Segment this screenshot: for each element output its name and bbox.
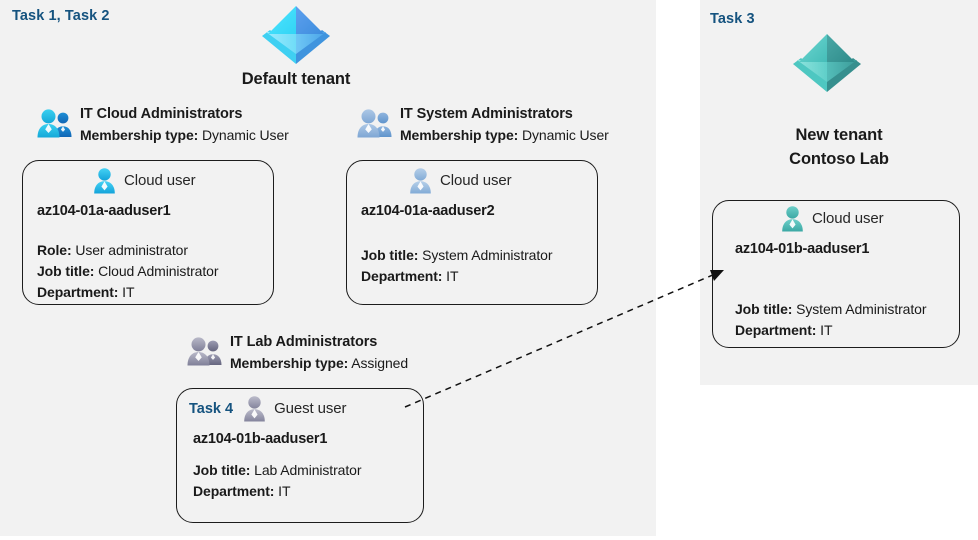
card-header: Cloud user <box>91 167 196 194</box>
attr-value: IT <box>122 284 135 300</box>
card-header: Cloud user <box>407 167 512 194</box>
attr-row: Role: User administrator <box>37 240 218 261</box>
attr-key: Department: <box>193 483 275 499</box>
group-name: IT System Administrators <box>400 106 573 122</box>
user-card-guest-aaduser1[interactable]: Task 4 Guest user az104-01b-aaduser1 Job… <box>176 388 424 523</box>
attr-value: Cloud Administrator <box>98 263 219 279</box>
attr-row: Job title: System Administrator <box>361 245 553 266</box>
cloud-user-icon <box>410 168 431 194</box>
user-card-new-tenant-aaduser1[interactable]: Cloud user az104-01b-aaduser1 Job title:… <box>712 200 960 348</box>
attr-row: Department: IT <box>37 282 218 303</box>
card-attributes: Job title: System Administrator Departme… <box>361 245 553 287</box>
group-membership: Membership type: Assigned <box>230 353 408 374</box>
task-label-task3: Task 3 <box>710 11 755 27</box>
membership-type-value: Dynamic User <box>202 127 289 144</box>
attr-row: Department: IT <box>735 320 926 341</box>
attr-key: Role: <box>37 242 72 258</box>
default-tenant-title: Default tenant <box>241 70 351 88</box>
attr-value: IT <box>820 322 833 338</box>
attr-value: System Administrator <box>422 247 553 263</box>
attr-value: System Administrator <box>796 301 927 317</box>
card-attributes: Job title: Lab Administrator Department:… <box>193 460 361 502</box>
membership-type-label: Membership type: <box>230 355 349 372</box>
membership-type-value: Assigned <box>351 355 409 372</box>
users-group-icon <box>37 109 72 138</box>
new-tenant-title-line1: New tenant <box>795 126 883 144</box>
attr-key: Department: <box>37 284 119 300</box>
azure-ad-tenant-icon <box>262 6 330 64</box>
card-username: az104-01a-aaduser2 <box>361 203 495 219</box>
user-card-aaduser2[interactable]: Cloud user az104-01a-aaduser2 Job title:… <box>346 160 598 305</box>
attr-key: Department: <box>735 322 817 338</box>
card-head-label: Cloud user <box>124 172 196 189</box>
card-head-label: Cloud user <box>812 210 884 227</box>
card-header: Task 4 Guest user <box>189 395 347 422</box>
membership-type-label: Membership type: <box>400 127 519 144</box>
card-username: az104-01b-aaduser1 <box>735 241 870 257</box>
card-header: Cloud user <box>779 205 884 232</box>
card-username: az104-01a-aaduser1 <box>37 203 171 219</box>
group-name: IT Lab Administrators <box>230 334 378 350</box>
guest-user-icon <box>244 396 265 422</box>
group-text: IT Lab Administrators Membership type: A… <box>230 332 408 374</box>
card-username: az104-01b-aaduser1 <box>193 431 328 447</box>
task-label-task4: Task 4 <box>189 400 234 417</box>
new-tenant-title: New tenant Contoso Lab <box>700 124 978 172</box>
attr-value: Lab Administrator <box>254 462 362 478</box>
attr-row: Department: IT <box>193 481 361 502</box>
group-text: IT System Administrators Membership type… <box>400 104 609 146</box>
new-tenant-title-line2: Contoso Lab <box>789 149 889 168</box>
task-label-task1-task2: Task 1, Task 2 <box>12 8 110 24</box>
user-card-aaduser1[interactable]: Cloud user az104-01a-aaduser1 Role: User… <box>22 160 274 305</box>
users-group-icon <box>187 337 222 366</box>
attr-row: Department: IT <box>361 266 552 287</box>
azure-ad-tenant-icon <box>793 34 861 92</box>
attr-row: Job title: System Administrator <box>735 299 927 320</box>
cloud-user-icon <box>782 206 803 232</box>
cloud-user-icon <box>94 168 115 194</box>
attr-key: Job title: <box>193 462 251 478</box>
card-attributes: Role: User administrator Job title: Clou… <box>37 240 219 303</box>
attr-value: IT <box>446 268 459 284</box>
group-name: IT Cloud Administrators <box>80 106 243 122</box>
users-group-icon <box>357 109 392 138</box>
attr-row: Job title: Cloud Administrator <box>37 261 219 282</box>
attr-row: Job title: Lab Administrator <box>193 460 361 481</box>
card-head-label: Cloud user <box>440 172 512 189</box>
group-text: IT Cloud Administrators Membership type:… <box>80 104 289 146</box>
attr-key: Job title: <box>735 301 793 317</box>
group-membership: Membership type: Dynamic User <box>400 125 609 146</box>
membership-type-value: Dynamic User <box>522 127 609 144</box>
card-head-label: Guest user <box>274 400 347 417</box>
attr-key: Job title: <box>37 263 95 279</box>
attr-key: Department: <box>361 268 443 284</box>
group-membership: Membership type: Dynamic User <box>80 125 289 146</box>
attr-value: User administrator <box>75 242 188 258</box>
attr-key: Job title: <box>361 247 419 263</box>
membership-type-label: Membership type: <box>80 127 199 144</box>
card-attributes: Job title: System Administrator Departme… <box>735 299 927 341</box>
default-tenant-panel <box>0 0 656 536</box>
attr-value: IT <box>278 483 291 499</box>
